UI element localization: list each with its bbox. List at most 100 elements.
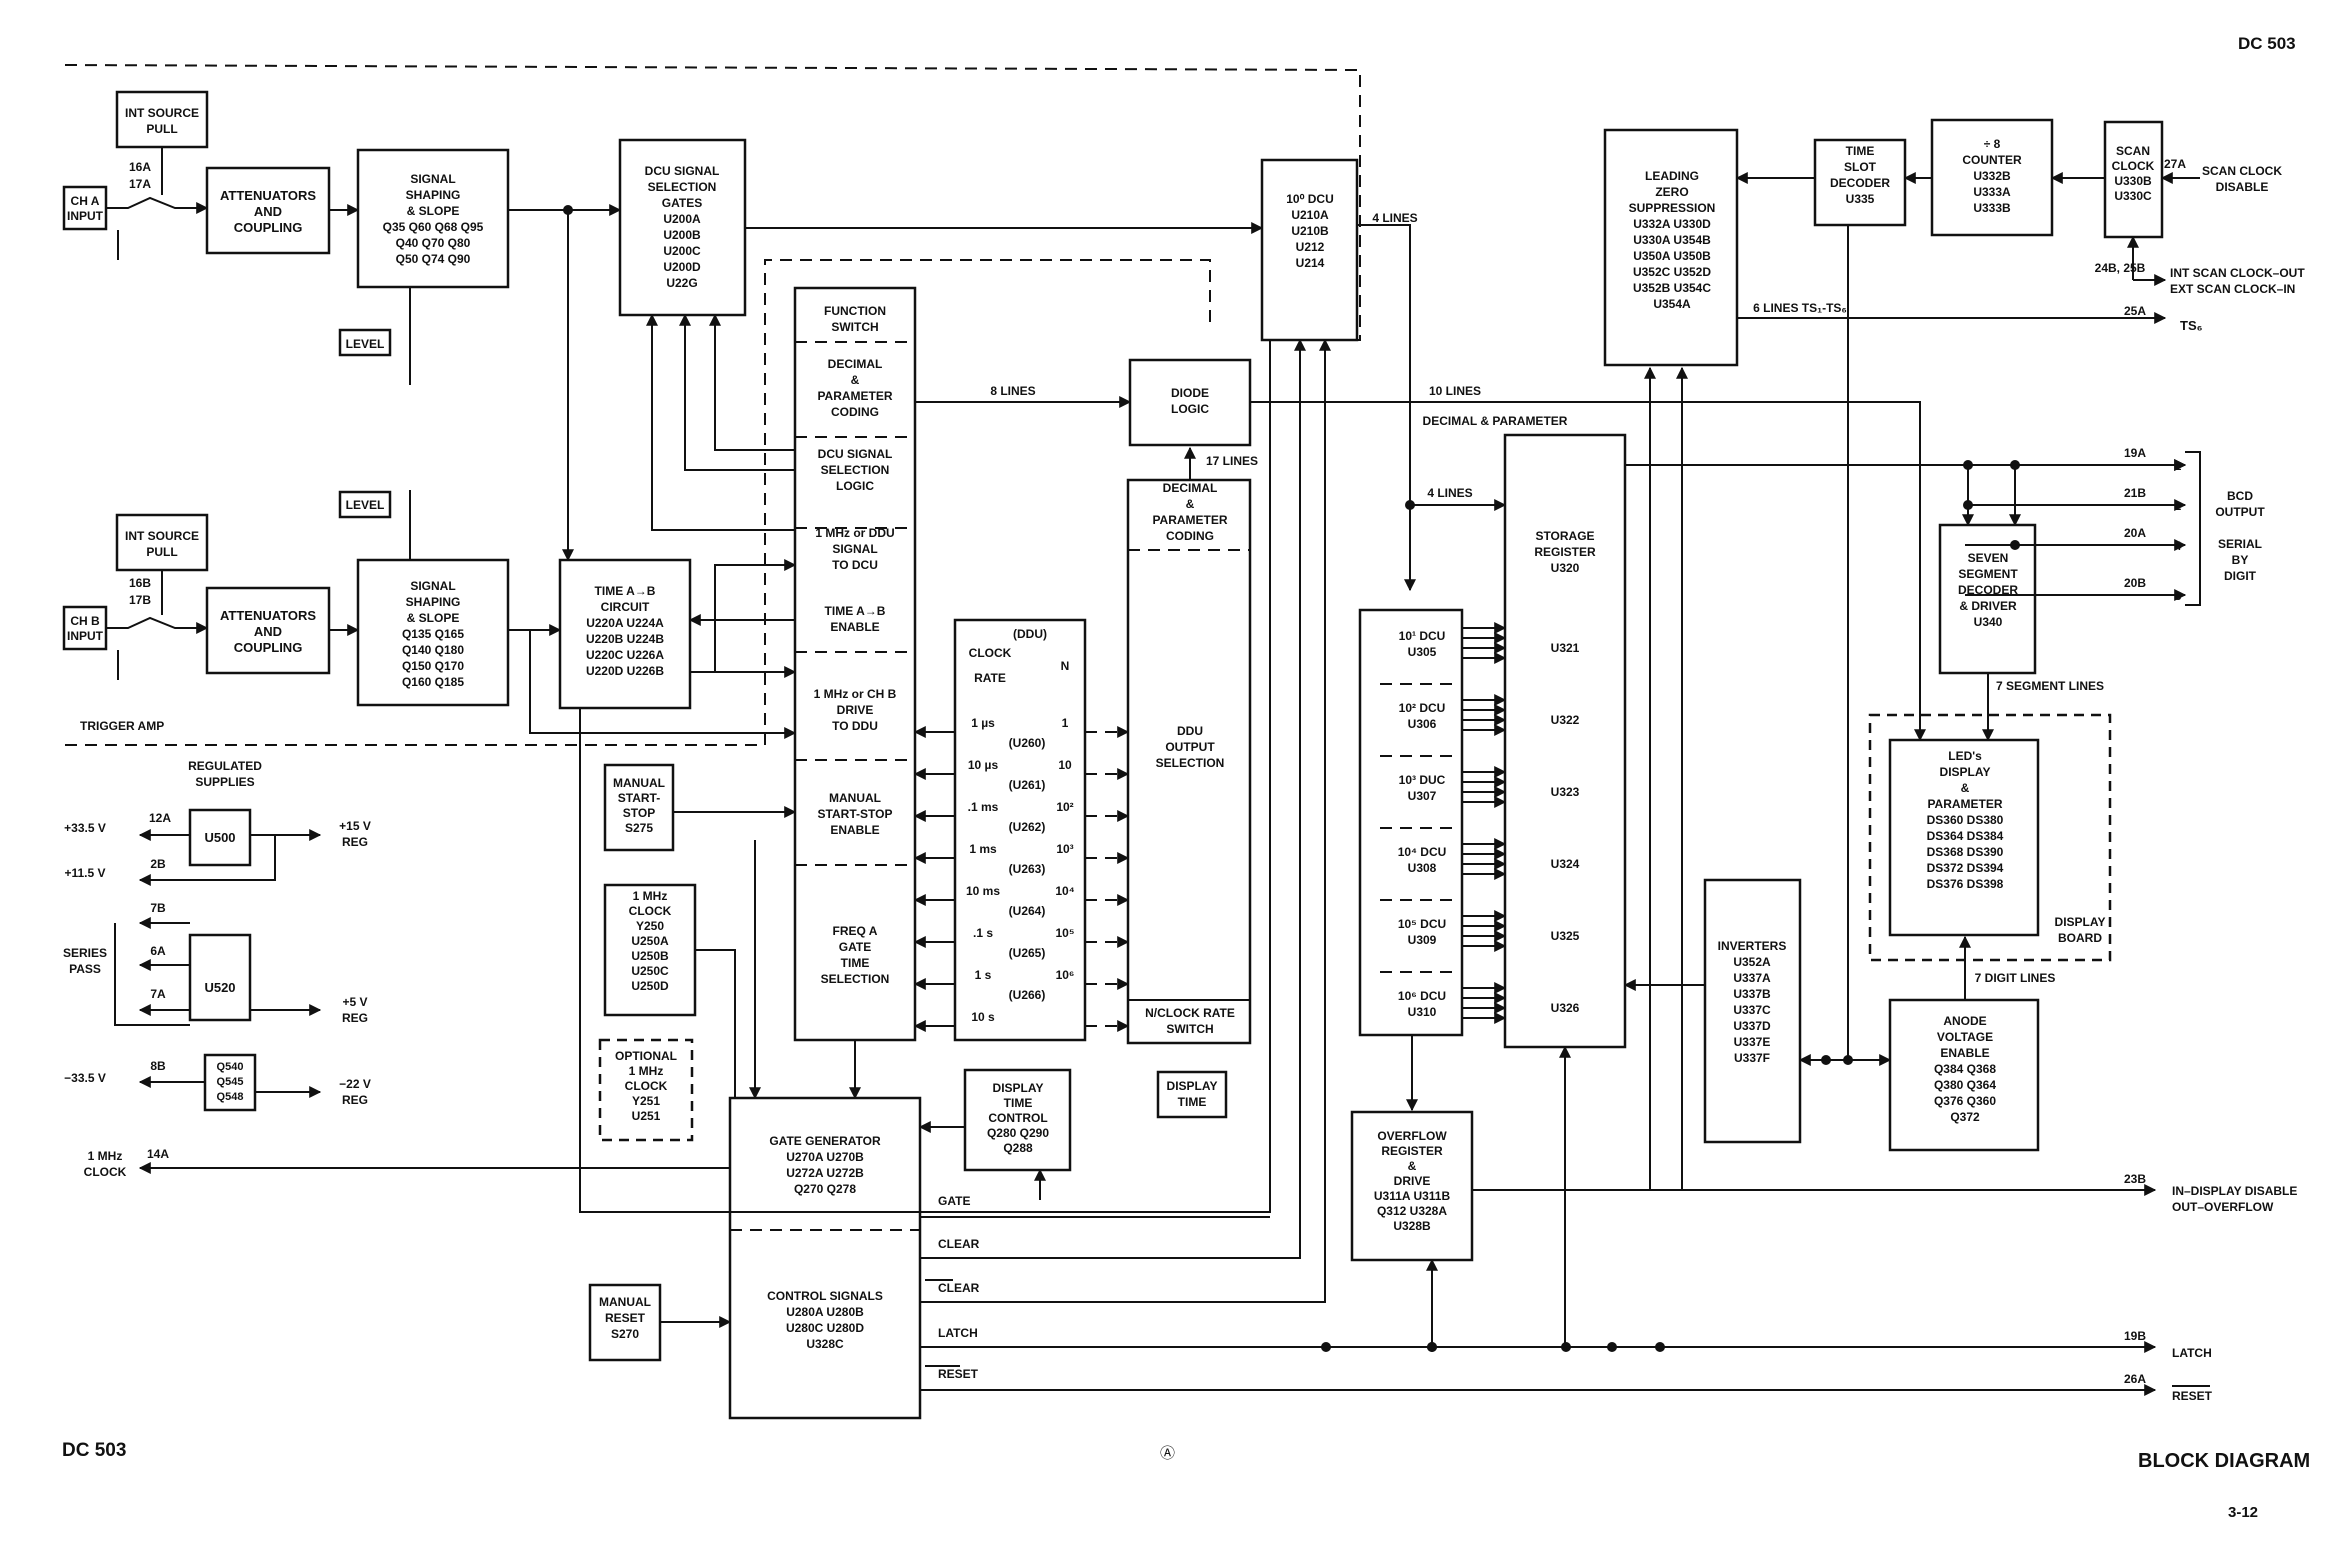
anode-voltage-label: Q372: [1950, 1110, 1980, 1124]
ddu-row-rate: 1 ms: [969, 842, 997, 856]
storage-register-label: REGISTER: [1534, 545, 1596, 559]
time-slot-label: U335: [1846, 192, 1875, 206]
ch-a-input-label: CH A: [71, 194, 100, 208]
ddu-row-rate: 1 µs: [971, 716, 995, 730]
reset-out-label: RESET: [2172, 1389, 2213, 1403]
optional-clock-label: Y251: [632, 1094, 660, 1108]
footer-code: DC 503: [62, 1440, 127, 1461]
signal-shaping-b-label: & SLOPE: [407, 611, 460, 625]
label-4-lines-top: 4 LINES: [1372, 211, 1417, 225]
counter-label: ÷ 8: [1984, 137, 2001, 151]
storage-unit-label: U324: [1551, 857, 1580, 871]
manual-start-stop-label: S275: [625, 821, 653, 835]
attenuators-b-box: [205, 586, 331, 675]
signal-shaping-b-label: Q140 Q180: [402, 643, 464, 657]
display-board-label: BOARD: [2058, 931, 2102, 945]
ch-b-input-label: INPUT: [67, 629, 104, 643]
pin-17a: 17A: [129, 177, 151, 191]
latch-output-label: LATCH: [938, 1326, 978, 1340]
ddu-table-head-rate: RATE: [974, 671, 1006, 685]
ch-b-input-label: CH B: [70, 614, 100, 628]
level-a-box: [338, 328, 392, 357]
display-board-boundary: [1868, 713, 2112, 962]
label-17-lines: 17 LINES: [1206, 454, 1258, 468]
q540-label: Q540: [217, 1061, 244, 1073]
signal-shaping-b-label: SIGNAL: [410, 579, 455, 593]
pin-23b: 23B: [2124, 1172, 2146, 1186]
dcu-chain-label: U306: [1408, 717, 1437, 731]
overflow-register-label: DRIVE: [1394, 1174, 1431, 1188]
attenuators-b-label: AND: [254, 624, 282, 639]
junction-dot: [1607, 1342, 1617, 1352]
time-ab-circuit-label: U220D U226B: [586, 664, 664, 678]
dcu-selection-logic-label: SELECTION: [821, 463, 890, 477]
bcd-pin-label: 19A: [2124, 446, 2146, 460]
ddu-row-ic: (U265): [1009, 946, 1046, 960]
u520-label: U520: [204, 980, 235, 995]
anode-voltage-label: VOLTAGE: [1937, 1030, 1993, 1044]
in-display-label: IN–DISPLAY DISABLE: [2172, 1184, 2297, 1198]
clock-1mhz-label: U250D: [631, 979, 669, 993]
signal-shaping-a-label: & SLOPE: [407, 204, 460, 218]
ddu-row-n: 10²: [1056, 800, 1073, 814]
led-display-label: DS364 DS384: [1927, 829, 2004, 843]
led-display-label: DS360 DS380: [1927, 813, 2004, 827]
in-display-label: OUT–OVERFLOW: [2172, 1200, 2274, 1214]
pin-17b: 17B: [129, 593, 151, 607]
anode-voltage-label: ENABLE: [1940, 1046, 1989, 1060]
attenuators-a-box: [205, 166, 331, 255]
dcu-gates-label: U200C: [663, 244, 701, 258]
footer-mark: Ⓐ: [1160, 1445, 1176, 1462]
bcd-output-label: BY: [2232, 553, 2249, 567]
q540-box: [203, 1053, 257, 1112]
clock-1mhz-in-label: 1 MHz: [88, 1149, 123, 1163]
time-ab-to-gate-line: [579, 340, 1271, 1213]
freq-gate-time-label: GATE: [839, 940, 871, 954]
bcd-bit-label: 8: [2175, 589, 2182, 603]
u500-box: [188, 808, 252, 867]
dcu-10-0-label: U210A: [1291, 208, 1329, 222]
inverters-label: U352A: [1733, 955, 1771, 969]
manual-reset-label: MANUAL: [599, 1295, 651, 1309]
supply-22v-label: REG: [342, 1093, 368, 1107]
time-ab-circuit-label: CIRCUIT: [601, 600, 650, 614]
clock-1mhz-label: U250C: [631, 964, 669, 978]
mhz-chb-drive-label: 1 MHz or CH B: [814, 687, 897, 701]
regulated-supplies-label: SUPPLIES: [195, 775, 254, 789]
label-7-seg-lines: 7 SEGMENT LINES: [1996, 679, 2104, 693]
signal-shaping-b-label: Q135 Q165: [402, 627, 464, 641]
ddu-row-rate: .1 ms: [968, 800, 999, 814]
decimal-param-coding-label: &: [851, 373, 860, 387]
led-display-box: [1888, 738, 2040, 937]
display-time-control-label: Q288: [1003, 1141, 1033, 1155]
ddu-row-ic: (U263): [1009, 862, 1046, 876]
dcu-10-0-label: U210B: [1291, 224, 1329, 238]
ddu-table-title: (DDU): [1013, 627, 1047, 641]
gate-generator-label: GATE GENERATOR: [769, 1134, 881, 1148]
decimal-param-coding-label: CODING: [831, 405, 879, 419]
time-ab-circuit-label: U220B U224B: [586, 632, 664, 646]
seven-segment-label: U340: [1974, 615, 2003, 629]
dcu-10-0-label: U212: [1296, 240, 1325, 254]
ddu-table-head-clock: CLOCK: [969, 646, 1012, 660]
dcu-chain-label: U307: [1408, 789, 1437, 803]
supply-2b-wire: [138, 835, 276, 886]
trigger-amp-label: TRIGGER AMP: [80, 719, 164, 733]
ddu-row-n: 1: [1062, 716, 1069, 730]
time-slot-label: TIME: [1846, 144, 1875, 158]
manual-start-stop-enable-label: START-STOP: [818, 807, 893, 821]
page-number: 3-12: [2228, 1504, 2259, 1521]
optional-clock-label: OPTIONAL: [615, 1049, 677, 1063]
signal-shaping-a-label: Q35 Q60 Q68 Q95: [383, 220, 484, 234]
bcd-bit-label: 4: [2175, 539, 2182, 553]
time-slot-label: DECODER: [1830, 176, 1890, 190]
seven-segment-label: DECODER: [1958, 583, 2018, 597]
storage-register-box: [1503, 433, 1627, 1049]
ch-a-input-box: [62, 185, 108, 231]
inverters-label: U337D: [1733, 1019, 1771, 1033]
bcd-bit-label: 2: [2175, 499, 2182, 513]
leading-zero-label: U352C U352D: [1633, 265, 1711, 279]
supply-5v-label: +5 V: [342, 995, 367, 1009]
manual-start-stop-box: [603, 763, 675, 852]
ch-a-input-label: INPUT: [67, 209, 104, 223]
